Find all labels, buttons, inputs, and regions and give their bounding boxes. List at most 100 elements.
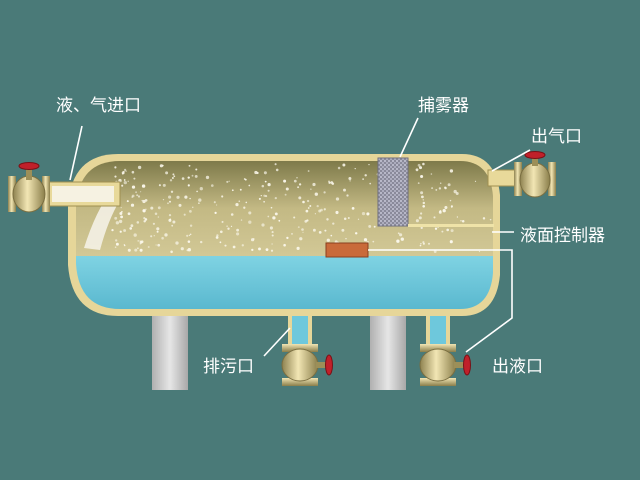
droplet — [137, 247, 139, 250]
droplet — [274, 163, 277, 166]
droplet — [293, 179, 297, 183]
droplet — [127, 180, 129, 182]
droplet — [442, 209, 446, 213]
droplet — [284, 193, 287, 196]
droplet — [267, 182, 271, 187]
droplet — [134, 248, 138, 252]
droplet — [372, 240, 375, 243]
droplet — [172, 220, 176, 224]
droplet — [312, 182, 316, 187]
droplet — [186, 234, 189, 237]
droplet — [301, 228, 304, 231]
droplet — [169, 200, 171, 203]
droplet — [178, 203, 182, 207]
droplet — [346, 194, 349, 197]
droplet — [235, 203, 239, 207]
droplet — [283, 243, 286, 247]
droplet — [285, 187, 289, 191]
droplet — [131, 194, 135, 198]
droplet — [226, 225, 228, 228]
droplet — [144, 218, 148, 221]
droplet — [121, 171, 125, 175]
droplet — [265, 248, 269, 252]
droplet — [137, 240, 139, 242]
droplet — [330, 181, 334, 184]
droplet — [173, 175, 176, 178]
droplet — [444, 205, 448, 210]
droplet — [418, 216, 422, 220]
droplet — [314, 192, 318, 196]
droplet — [296, 246, 300, 250]
droplet — [199, 187, 203, 191]
demister-label: 捕雾器 — [418, 96, 469, 116]
droplet — [243, 178, 246, 180]
droplet — [184, 195, 188, 199]
droplet — [141, 199, 143, 202]
droplet — [326, 218, 329, 221]
droplet — [162, 183, 166, 187]
droplet — [135, 191, 138, 194]
droplet — [245, 201, 248, 204]
droplet — [248, 211, 252, 215]
droplet — [157, 243, 161, 247]
droplet — [415, 219, 419, 223]
droplet — [302, 200, 305, 204]
droplet — [130, 203, 135, 207]
droplet — [171, 177, 174, 179]
droplet — [152, 222, 155, 225]
droplet — [216, 204, 218, 206]
droplet — [343, 188, 346, 192]
droplet — [159, 164, 163, 168]
inlet-label: 液、气进口 — [56, 96, 141, 116]
droplet — [269, 226, 273, 230]
droplet — [181, 177, 185, 180]
droplet — [142, 209, 146, 213]
droplet — [191, 174, 194, 177]
droplet — [368, 163, 370, 166]
droplet — [278, 219, 281, 222]
droplet — [419, 212, 423, 215]
droplet — [328, 181, 331, 184]
droplet — [123, 179, 126, 181]
droplet — [165, 171, 169, 175]
droplet — [147, 246, 150, 248]
droplet — [422, 241, 425, 244]
droplet — [373, 225, 376, 228]
droplet — [248, 220, 252, 224]
droplet — [420, 191, 424, 195]
droplet — [478, 250, 481, 253]
gas-outlet-leader-line — [491, 149, 531, 172]
droplet — [316, 204, 319, 208]
droplet — [304, 220, 308, 223]
liquid-outlet-nozzle — [426, 312, 450, 350]
droplet — [238, 200, 241, 203]
droplet — [143, 217, 146, 220]
droplet — [137, 195, 141, 198]
droplet — [267, 215, 270, 218]
droplet — [188, 234, 191, 237]
droplet — [172, 173, 175, 176]
droplet — [231, 189, 234, 192]
droplet — [422, 162, 425, 166]
droplet — [397, 232, 400, 235]
droplet — [349, 180, 351, 182]
droplet — [123, 229, 127, 232]
droplet — [275, 168, 279, 172]
droplet — [198, 198, 202, 202]
droplet — [187, 240, 191, 243]
droplet — [150, 206, 154, 210]
droplet — [309, 205, 312, 207]
droplet — [164, 233, 168, 237]
droplet — [482, 217, 486, 220]
liquid-layer — [76, 256, 493, 309]
droplet — [361, 211, 366, 216]
droplet — [120, 215, 123, 219]
droplet — [438, 210, 442, 214]
droplet — [250, 238, 255, 242]
droplet-spray — [111, 162, 492, 254]
droplet — [335, 197, 340, 201]
droplet — [141, 184, 146, 188]
droplet — [198, 202, 200, 204]
droplet — [417, 163, 421, 167]
droplet — [261, 184, 265, 188]
